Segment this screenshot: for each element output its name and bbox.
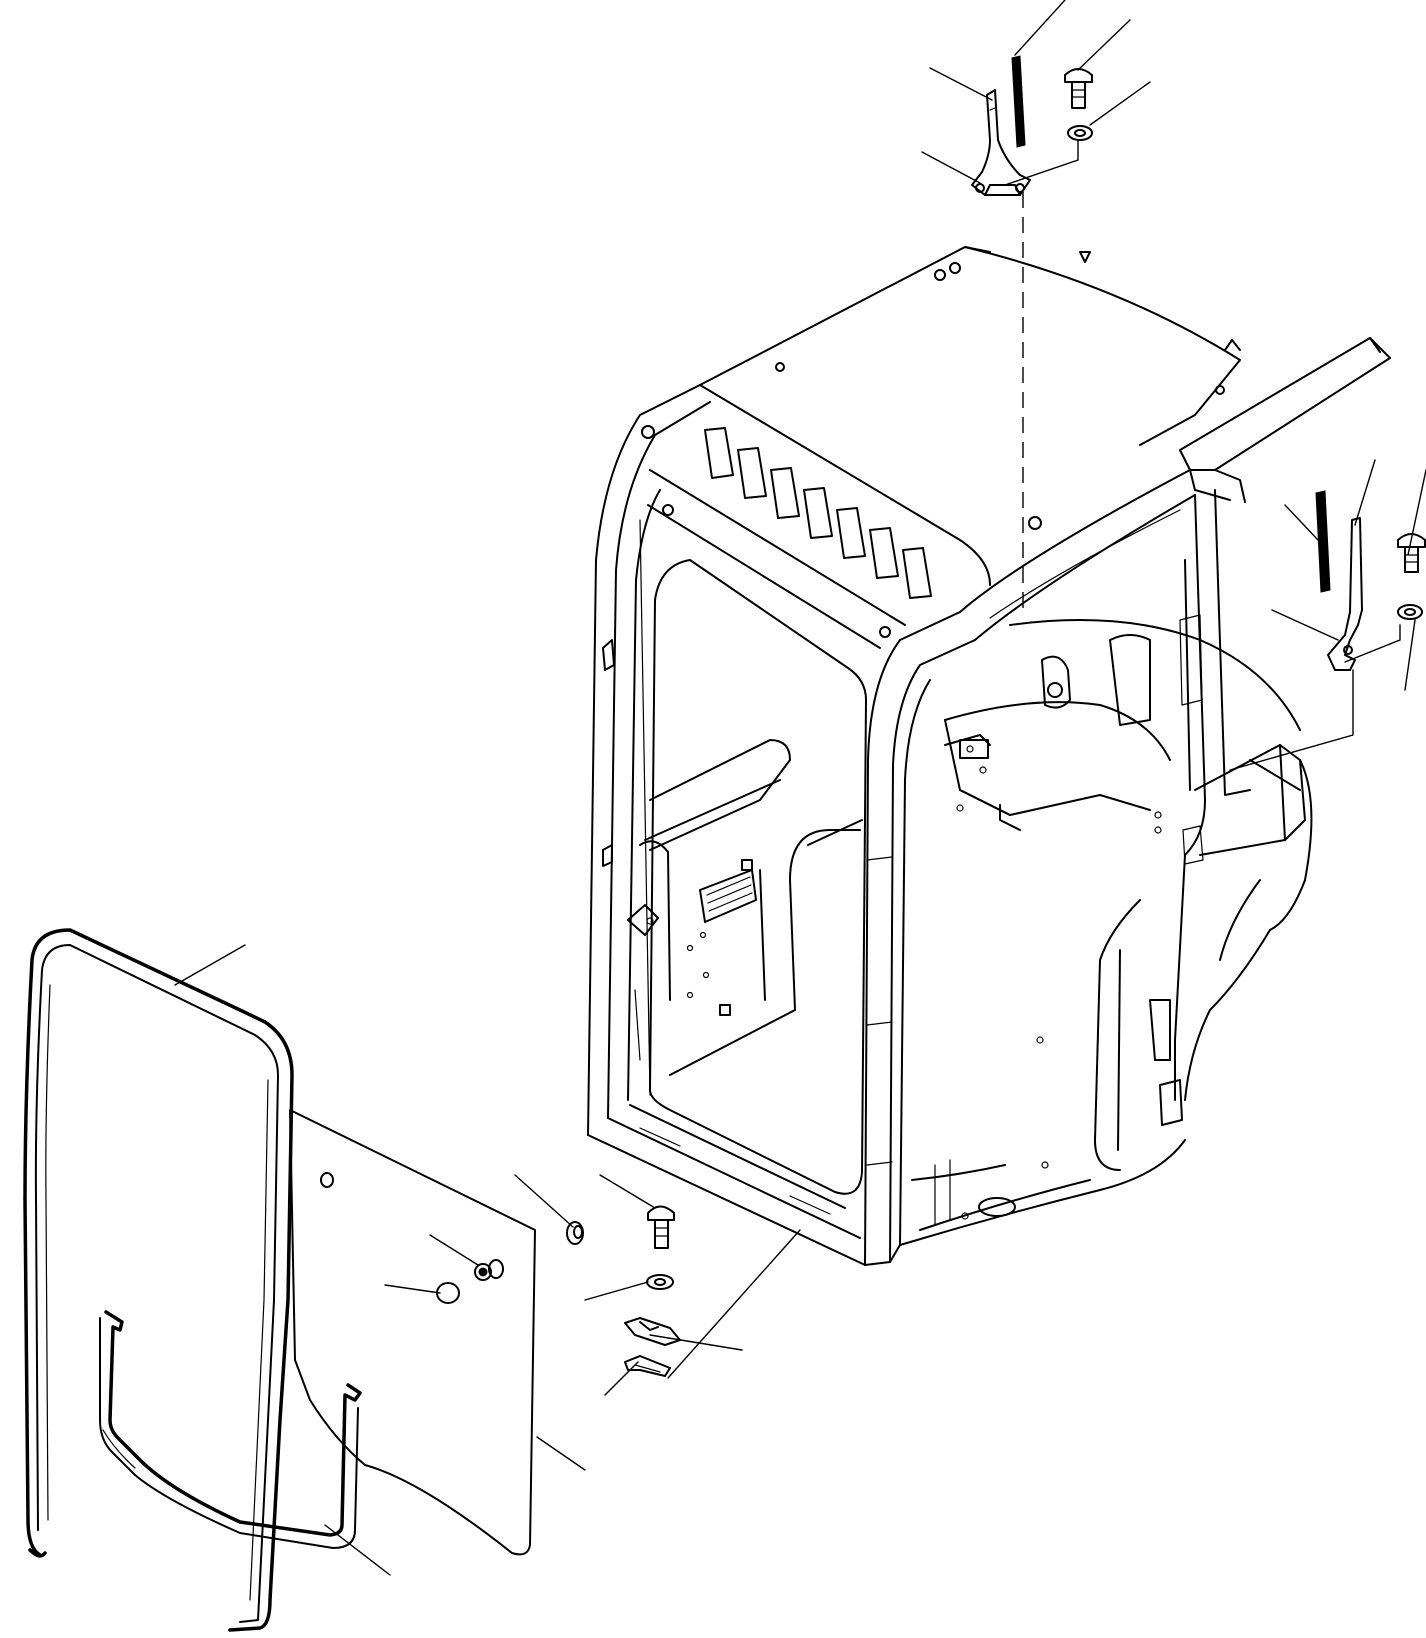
window-seal bbox=[23, 928, 294, 1632]
catch bbox=[474, 1259, 504, 1281]
side-window-glass bbox=[289, 1109, 536, 1556]
rubber-strip bbox=[1011, 55, 1026, 148]
latch-plate bbox=[624, 1355, 671, 1377]
spacer bbox=[566, 1221, 584, 1245]
door-stay-bracket bbox=[1327, 517, 1363, 671]
washer bbox=[1067, 125, 1093, 141]
rear-stay-bracket bbox=[971, 89, 1031, 196]
glass-slide-channel bbox=[99, 1310, 362, 1549]
bolt bbox=[1064, 68, 1093, 109]
roof-panel bbox=[699, 246, 1241, 530]
cab-frame bbox=[587, 246, 1391, 1266]
leader-lines bbox=[174, 0, 1426, 1576]
roof-vent-slots bbox=[704, 427, 932, 599]
rubber-strip bbox=[1315, 490, 1331, 593]
latch-plate bbox=[624, 1317, 681, 1346]
washer bbox=[646, 1274, 674, 1290]
bolt bbox=[1397, 533, 1426, 573]
washer bbox=[1397, 604, 1423, 620]
bolt bbox=[647, 1205, 675, 1249]
